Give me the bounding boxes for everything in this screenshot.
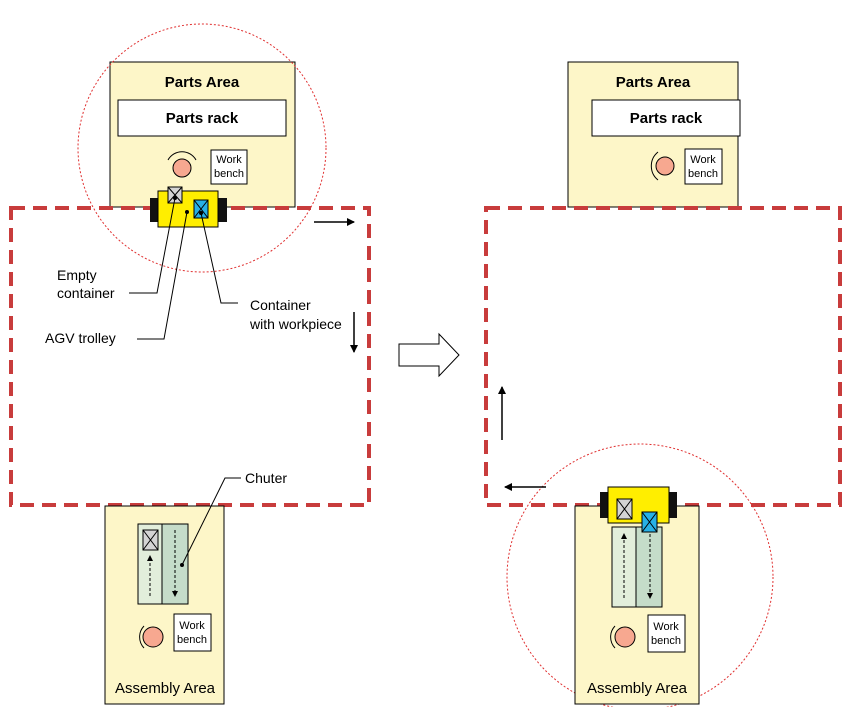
agv-wheel-right [667,492,677,518]
assembly-workbench [647,614,686,653]
assembly-worker-arc-icon [610,625,616,649]
worker-icon [172,158,192,178]
assembly-area-title: Assembly Area [115,680,216,697]
assembly-workbench [173,613,212,652]
workbench-label-line1: Work [216,154,242,166]
agv-wheel-left [600,492,610,518]
empty-container-label-line1: Empty [57,267,97,283]
worker-icon [655,156,675,176]
parts-area-title: Parts Area [165,74,240,91]
empty-container-leader [129,197,176,294]
workbench-label-line1: Work [690,154,716,166]
chute [611,526,663,608]
workbench [684,148,723,185]
worker-arc-icon [650,151,659,181]
assembly-workbench-label-line1: Work [653,621,679,633]
agv-body [157,190,219,228]
transition-arrow-icon [398,332,460,378]
empty-container-label-line2: container [57,285,115,301]
pickup-zone-circle [77,23,327,273]
agv-trolley-leader [137,211,188,340]
workbench [210,149,248,185]
assembly-worker-icon [142,626,164,648]
parts-rack-label: Parts rack [630,110,703,127]
parts-rack [117,99,287,137]
assembly-area-title: Assembly Area [587,680,688,697]
right-panel: Parts Area Parts rack Work bench [484,61,842,707]
agv-wheel-right [217,198,227,222]
left-panel: Parts Area Parts rack Work bench [9,23,371,705]
workbench-label-line2: bench [214,168,244,180]
agv-trolley-label: AGV trolley [45,330,116,346]
agv-trolley [150,186,227,228]
workbench-label-line2: bench [688,168,718,180]
agv-trolley [600,486,677,533]
agv-route [484,206,842,507]
parts-rack [591,99,741,137]
assembly-worker-arc-icon [139,625,145,649]
assembly-worker-icon [614,626,636,648]
chuter-label: Chuter [245,470,287,486]
chute [137,523,189,605]
chuter-leader [181,477,241,566]
worker-arc-icon [167,151,197,161]
parts-area-title: Parts Area [616,74,691,91]
assembly-workbench-label-line1: Work [179,620,205,632]
assembly-workbench-label-line2: bench [177,634,207,646]
workpiece-container-leader [200,212,238,304]
workpiece-container-label-line1: Container [250,297,311,313]
dropoff-zone-circle [506,443,774,707]
assembly-workbench-label-line2: bench [651,635,681,647]
workpiece-container-label-line2: with workpiece [249,316,342,332]
agv-route [9,206,371,507]
agv-wheel-left [150,198,160,222]
parts-rack-label: Parts rack [166,110,239,127]
